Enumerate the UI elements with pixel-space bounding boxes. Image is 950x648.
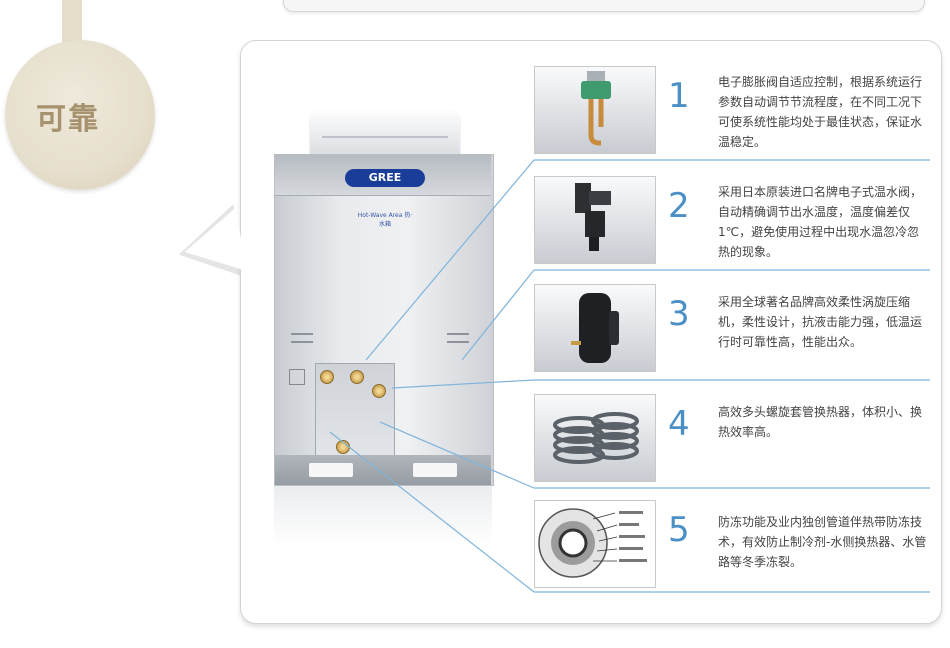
expansion-valve-photo	[534, 66, 656, 154]
product-label: Hot-Wave Area 热·水箱	[357, 212, 413, 228]
forklift-slot	[413, 463, 457, 477]
feature-number: 1	[668, 76, 690, 116]
feature-number: 5	[668, 510, 690, 550]
feature-text: 高效多头螺旋套管换热器，体积小、换热效率高。	[718, 405, 923, 439]
vent-left	[291, 333, 313, 343]
compressor-icon	[571, 293, 619, 363]
badge-title: 可靠	[36, 102, 100, 137]
pipe-fitting	[320, 370, 334, 384]
cabinet-head: GREE	[275, 155, 491, 196]
pipe-fitting	[372, 384, 386, 398]
reliability-badge	[5, 40, 155, 190]
heat-exchanger-icon	[553, 412, 639, 464]
brand-logo: GREE	[345, 169, 425, 187]
expansion-valve-icon	[581, 71, 611, 146]
feature-text: 采用全球著名品牌高效柔性涡旋压缩机，柔性设计，抗液击能力强，低温运行时可靠性高，…	[718, 295, 923, 349]
forklift-slot	[309, 463, 353, 477]
heat-exchanger-photo	[534, 394, 656, 482]
temperature-valve-icon	[575, 183, 611, 251]
nameplate	[289, 369, 305, 385]
unit-reflection	[274, 486, 492, 546]
fan-cover	[310, 110, 460, 158]
unit-base	[275, 455, 491, 485]
temperature-valve-photo	[534, 176, 656, 264]
feature-number: 2	[668, 186, 690, 226]
pipe-cross-section-photo	[534, 500, 656, 588]
service-box	[315, 363, 395, 461]
badge-stem	[62, 0, 82, 50]
feature-text: 采用日本原装进口名牌电子式温水阀，自动精确调节出水温度，温度偏差仅1℃，避免使用…	[718, 185, 923, 259]
feature-number: 3	[668, 294, 690, 334]
pipe-fitting	[350, 370, 364, 384]
feature-text: 防冻功能及业内独创管道伴热带防冻技术，有效防止制冷剂-水侧换热器、水管路等冬季冻…	[718, 515, 927, 569]
feature-text: 电子膨胀阀自适应控制，根据系统运行参数自动调节节流程度，在不同工况下可使系统性能…	[718, 75, 923, 149]
pipe-cross-section-icon	[538, 508, 647, 578]
unit-cabinet: GREE Hot-Wave Area 热·水箱	[274, 154, 494, 486]
vent-right	[447, 333, 469, 343]
heat-pump-unit: GREE Hot-Wave Area 热·水箱	[274, 110, 494, 486]
feature-number: 4	[668, 404, 690, 444]
compressor-photo	[534, 284, 656, 372]
